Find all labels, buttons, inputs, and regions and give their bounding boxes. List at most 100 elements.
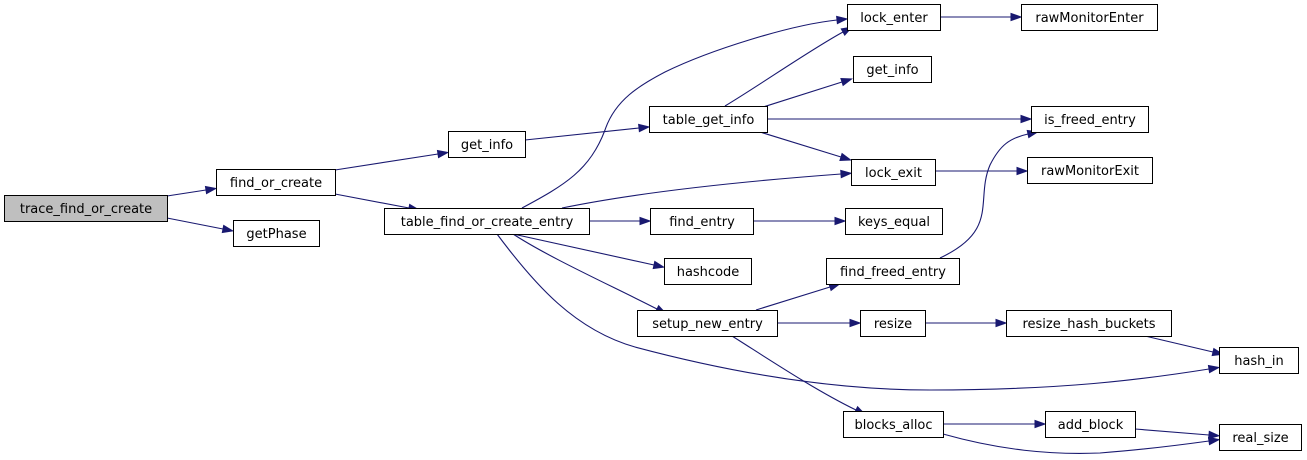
node-is-freed-entry[interactable]: is_freed_entry xyxy=(1031,106,1149,133)
edge-line xyxy=(731,335,857,411)
edge-table_get_info-to-is_freed_entry xyxy=(767,114,1033,124)
node-label: blocks_alloc xyxy=(854,418,932,433)
arrowhead xyxy=(1034,419,1047,429)
node-label: lock_exit xyxy=(865,166,922,181)
node-find-freed-entry[interactable]: find_freed_entry xyxy=(826,258,960,285)
node-box xyxy=(843,411,944,438)
node-find-or-create[interactable]: find_or_create xyxy=(216,169,336,196)
node-label: get_info xyxy=(461,138,513,153)
edge-line xyxy=(939,133,1029,259)
edge-resize-to-resize_hash_buckets xyxy=(925,318,1008,328)
node-label: table_get_info xyxy=(663,113,755,128)
node-rawMonitorEnter[interactable]: rawMonitorEnter xyxy=(1021,4,1158,31)
arrowhead xyxy=(840,169,853,179)
node-box xyxy=(448,131,526,158)
arrowhead xyxy=(1207,364,1221,374)
node-hash-in[interactable]: hash_in xyxy=(1219,347,1299,374)
edge-table_get_info-to-lock_enter xyxy=(724,26,854,107)
edge-table_get_info-to-get_info_2 xyxy=(759,78,853,109)
node-trace-find-or-create[interactable]: trace_find_or_create xyxy=(4,195,168,222)
edge-line xyxy=(942,433,1210,454)
edge-table_find_or_create_entry-to-hash_in xyxy=(496,233,1221,391)
node-get-info-1[interactable]: get_info xyxy=(448,131,526,158)
node-rawMonitorExit[interactable]: rawMonitorExit xyxy=(1027,157,1153,184)
node-find-entry[interactable]: find_entry xyxy=(650,208,754,235)
node-box xyxy=(216,169,336,196)
edge-setup_new_entry-to-blocks_alloc xyxy=(731,335,867,416)
edge-add_block-to-real_size xyxy=(1134,428,1221,440)
edge-line xyxy=(512,233,658,310)
node-box xyxy=(649,106,768,133)
edge-blocks_alloc-to-add_block xyxy=(943,419,1047,429)
node-add-block[interactable]: add_block xyxy=(1045,411,1136,438)
node-getPhase[interactable]: getPhase xyxy=(233,220,320,247)
node-setup-new-entry[interactable]: setup_new_entry xyxy=(637,310,778,337)
node-label: lock_enter xyxy=(860,11,928,26)
arrowhead xyxy=(834,216,847,226)
node-box xyxy=(4,195,168,222)
node-table-get-info[interactable]: table_get_info xyxy=(649,106,768,133)
edge-line xyxy=(334,193,410,209)
node-blocks-alloc[interactable]: blocks_alloc xyxy=(843,411,944,438)
edge-find_entry-to-keys_equal xyxy=(753,216,847,226)
node-box xyxy=(1219,424,1302,451)
arrowhead xyxy=(638,123,651,133)
node-label: hash_in xyxy=(1234,354,1284,369)
edge-lock_exit-to-rawMonitorExit xyxy=(935,166,1029,176)
edge-setup_new_entry-to-find_freed_entry xyxy=(755,283,841,311)
node-label: rawMonitorExit xyxy=(1041,164,1139,179)
arrowhead xyxy=(849,318,862,328)
arrowhead xyxy=(840,78,853,87)
node-label: trace_find_or_create xyxy=(20,202,152,217)
arrowhead xyxy=(1020,114,1033,124)
node-label: add_block xyxy=(1058,418,1124,433)
node-lock-enter[interactable]: lock_enter xyxy=(847,4,941,31)
edge-find_freed_entry-to-is_freed_entry xyxy=(939,129,1040,259)
arrowhead xyxy=(221,224,235,234)
edge-line xyxy=(1144,335,1214,353)
node-label: rawMonitorEnter xyxy=(1035,11,1144,26)
node-label: setup_new_entry xyxy=(652,317,763,332)
node-box xyxy=(650,208,754,235)
edge-line xyxy=(1134,428,1210,436)
node-label: getPhase xyxy=(246,227,306,242)
node-label: real_size xyxy=(1232,431,1288,446)
edge-line xyxy=(166,189,207,197)
node-box xyxy=(1021,4,1158,31)
edge-table_find_or_create_entry-to-lock_exit xyxy=(561,169,853,209)
node-real-size[interactable]: real_size xyxy=(1219,424,1302,451)
arrowhead xyxy=(1207,436,1221,446)
node-box xyxy=(664,258,752,285)
node-label: get_info xyxy=(866,63,918,78)
edge-get_info_1-to-table_get_info xyxy=(524,123,651,141)
node-get-info-2[interactable]: get_info xyxy=(853,56,932,83)
edge-table_find_or_create_entry-to-hashcode xyxy=(512,233,666,270)
node-box xyxy=(1006,310,1172,337)
edge-find_or_create-to-get_info_1 xyxy=(334,149,450,171)
edge-setup_new_entry-to-resize xyxy=(777,318,862,328)
edge-line xyxy=(724,31,844,107)
edge-line xyxy=(521,19,838,209)
edge-table_find_or_create_entry-to-setup_new_entry xyxy=(512,233,668,315)
node-resize[interactable]: resize xyxy=(860,310,926,337)
arrowhead xyxy=(639,216,652,226)
edge-table_get_info-to-lock_exit xyxy=(759,131,852,161)
node-hashcode[interactable]: hashcode xyxy=(664,258,752,285)
node-keys-equal[interactable]: keys_equal xyxy=(845,208,943,235)
edge-table_find_or_create_entry-to-find_entry xyxy=(589,216,652,226)
edge-table_find_or_create_entry-to-lock_enter xyxy=(521,15,849,209)
node-box xyxy=(853,56,932,83)
node-table-find-or-create-entry[interactable]: table_find_or_create_entry xyxy=(384,208,590,235)
node-box xyxy=(847,4,941,31)
node-label: find_or_create xyxy=(230,176,322,191)
node-lock-exit[interactable]: lock_exit xyxy=(851,159,936,186)
node-box xyxy=(1031,106,1149,133)
arrowhead xyxy=(1016,166,1029,176)
arrowhead xyxy=(1010,12,1023,22)
node-box xyxy=(1045,411,1136,438)
arrowhead xyxy=(652,260,666,270)
arrowhead xyxy=(836,15,849,25)
node-label: keys_equal xyxy=(858,215,930,230)
node-resize-hash-buckets[interactable]: resize_hash_buckets xyxy=(1006,310,1172,337)
